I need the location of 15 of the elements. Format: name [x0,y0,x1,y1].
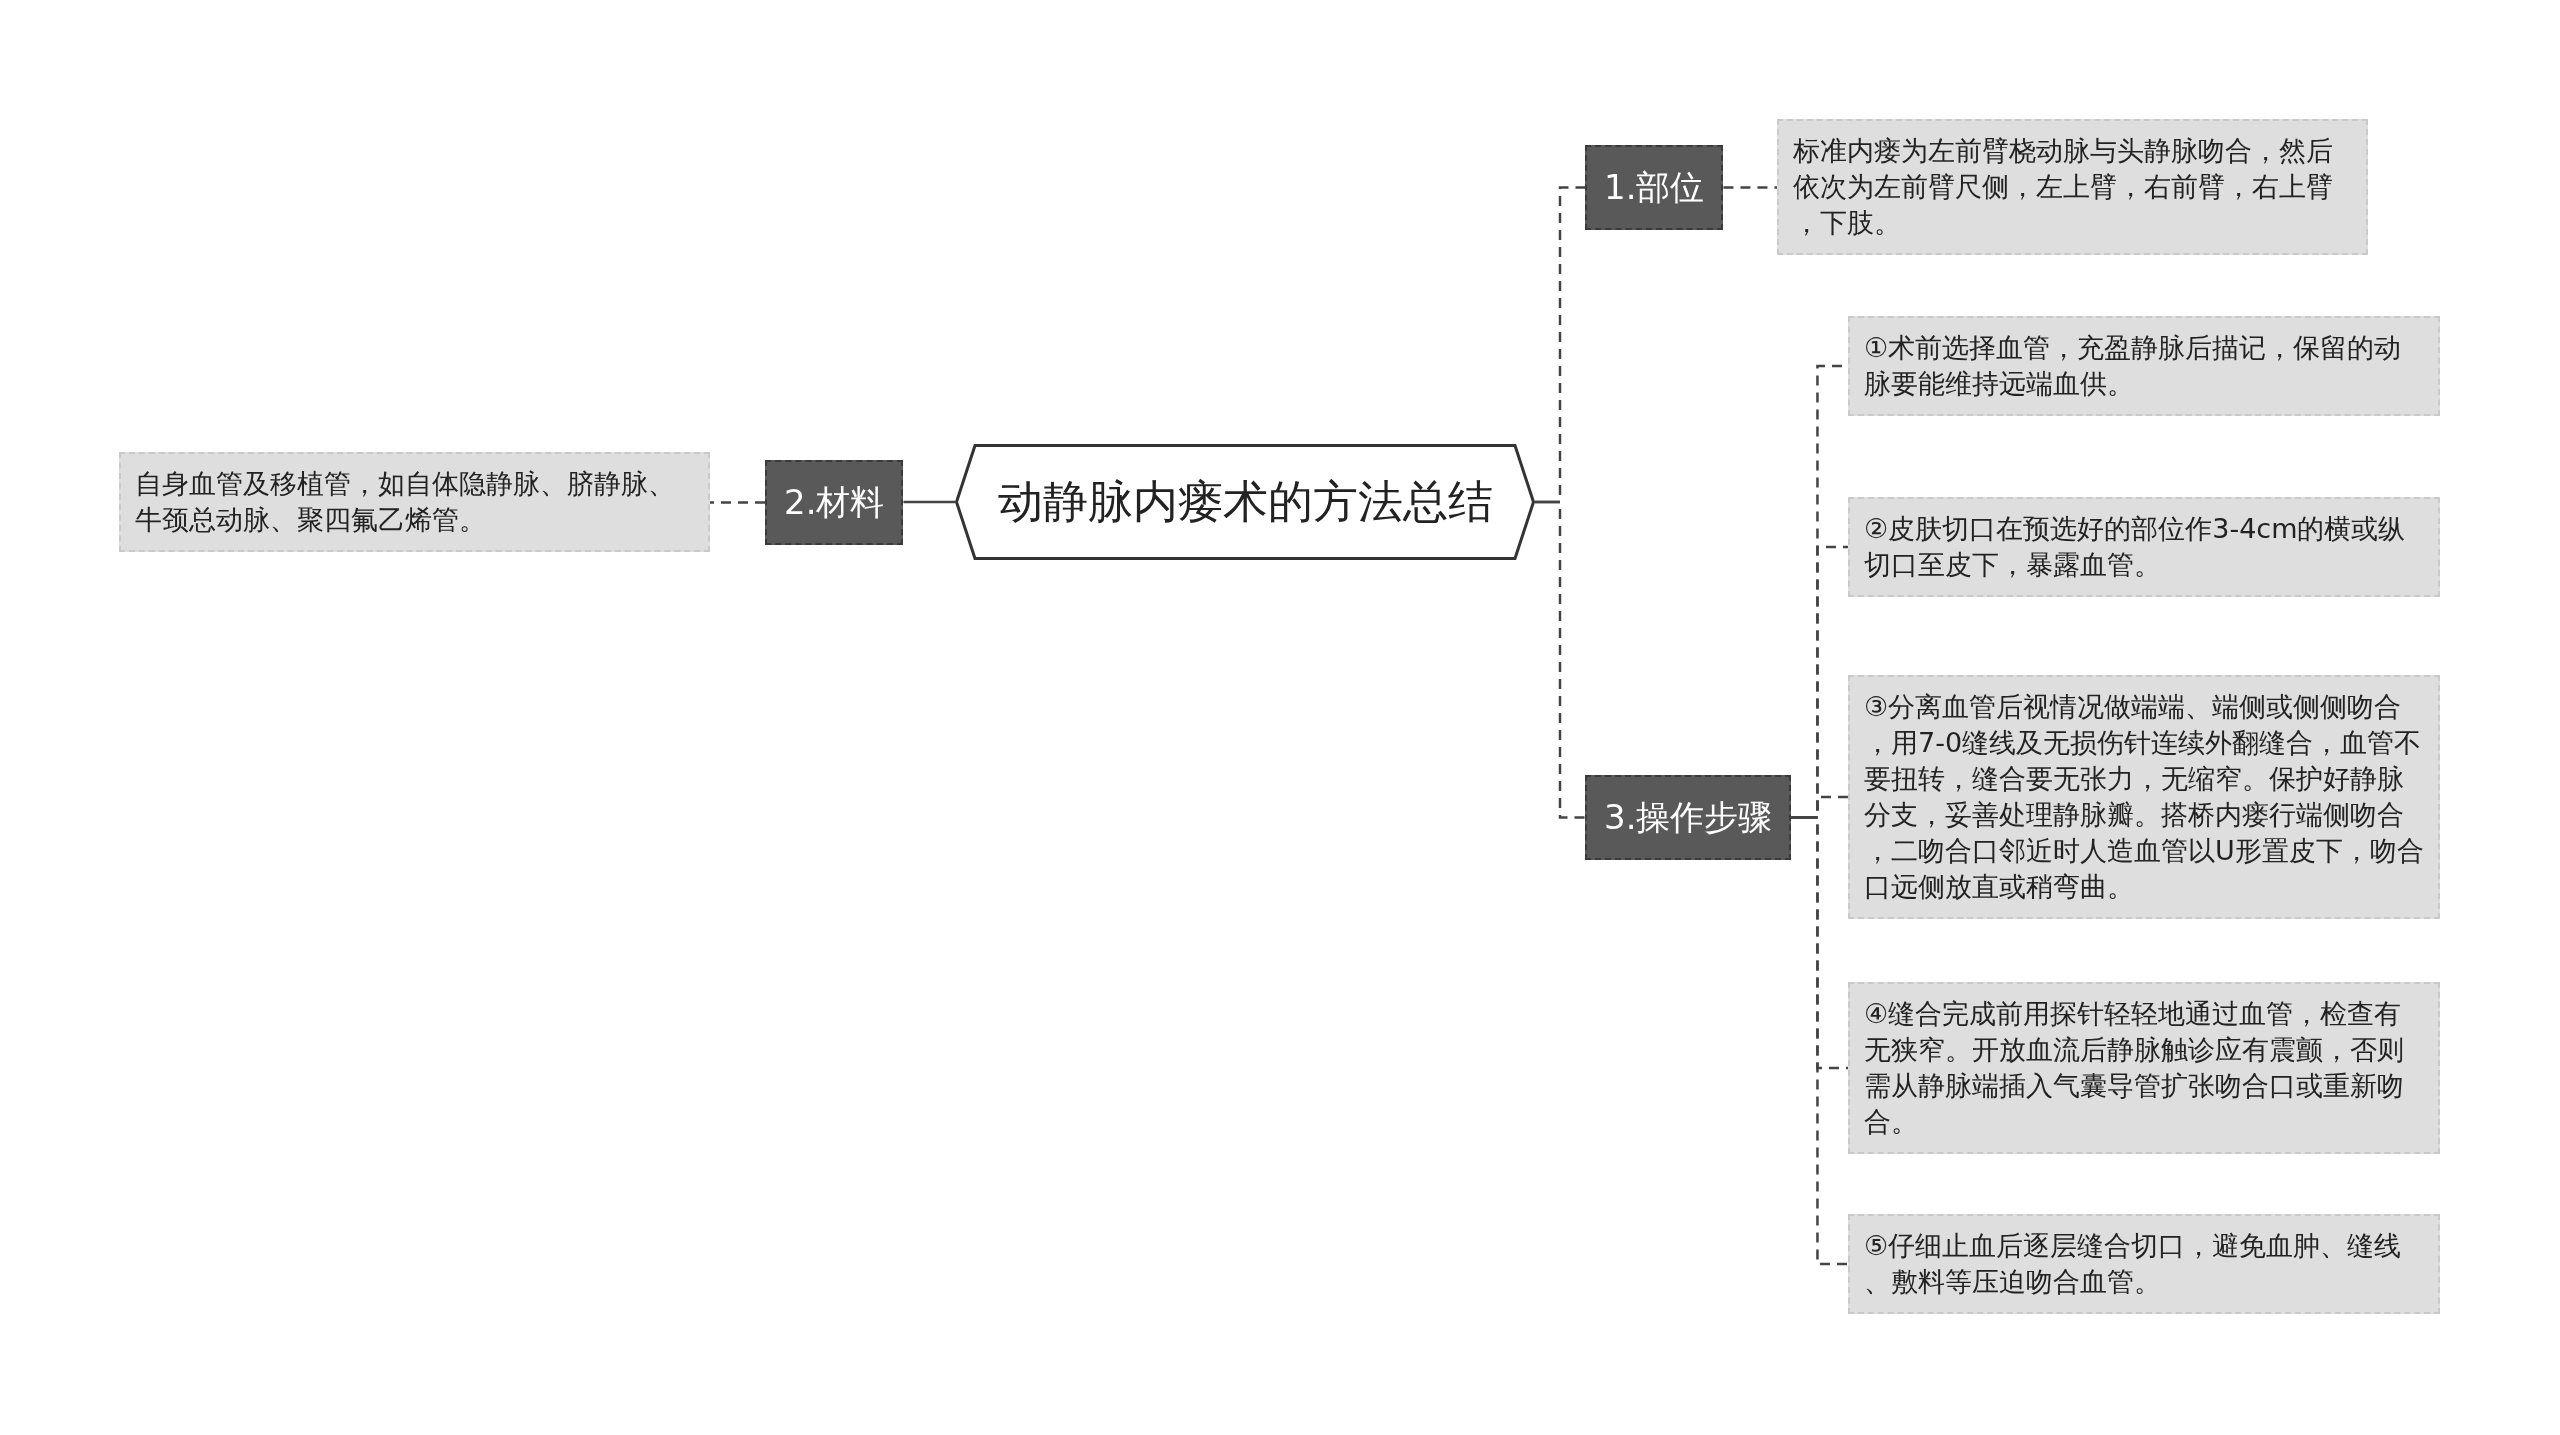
detail-note: 标准内瘘为左前臂桡动脉与头静脉吻合，然后依次为左前臂尺侧，左上臂，右前臂，右上臂，下肢。 [1777,119,2368,255]
detail-note: ②皮肤切口在预选好的部位作3-4cm的横或纵切口至皮下，暴露血管。 [1848,497,2440,597]
connector-line [903,500,955,504]
detail-note: ③分离血管后视情况做端端、端侧或侧侧吻合，用7-0缝线及无损伤针连续外翻缝合，血管不要扭转，缝合要无张力，无缩窄。保护好静脉分支，妥善处理静脉瓣。搭桥内瘘行端侧吻合，二吻合口邻近时人造血管以U形置皮下，吻合口远侧放直或稍弯曲。 [1848,675,2440,919]
connector-line [1723,186,1777,189]
detail-note: 自身血管及移植管，如自体隐静脉、脐静脉、牛颈总动脉、聚四氟乙烯管。 [119,452,710,552]
branch-topic: 1.部位 [1585,145,1724,230]
central-topic-hexagon: 动静脉内瘘术的方法总结 [955,444,1535,560]
connector-line [710,501,765,504]
connector-line [1535,500,1585,819]
detail-note: ①术前选择血管，充盈静脉后描记，保留的动脉要能维持远端血供。 [1848,316,2440,416]
detail-note: ④缝合完成前用探针轻轻地通过血管，检查有无狭窄。开放血流后静脉触诊应有震颤，否则需从静脉端插入气囊导管扩张吻合口或重新吻合。 [1848,982,2440,1154]
branch-topic: 3.操作步骤 [1585,775,1792,860]
branch-topic: 2.材料 [765,460,904,545]
detail-note: ⑤仔细止血后逐层缝合切口，避免血肿、缝线、敷料等压迫吻合血管。 [1848,1214,2440,1314]
